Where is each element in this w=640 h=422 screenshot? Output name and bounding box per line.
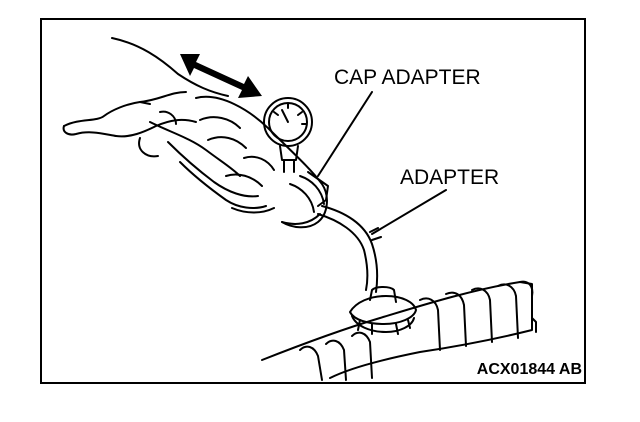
- figure-code: ACX01844 AB: [476, 361, 582, 378]
- figure-frame: [40, 18, 586, 384]
- pressure-gauge: [263, 97, 313, 173]
- hose: [317, 205, 382, 293]
- adapter-label: ADAPTER: [400, 166, 500, 189]
- hand: [62, 37, 275, 214]
- tester-body: [195, 95, 329, 229]
- filler-neck-adapter: [349, 286, 417, 335]
- cap-adapter-leader: [317, 91, 373, 177]
- radiator: [261, 280, 537, 381]
- double-arrow-icon: [180, 54, 262, 98]
- cap-adapter-label: CAP ADAPTER: [334, 66, 481, 89]
- adapter-leader: [371, 189, 447, 235]
